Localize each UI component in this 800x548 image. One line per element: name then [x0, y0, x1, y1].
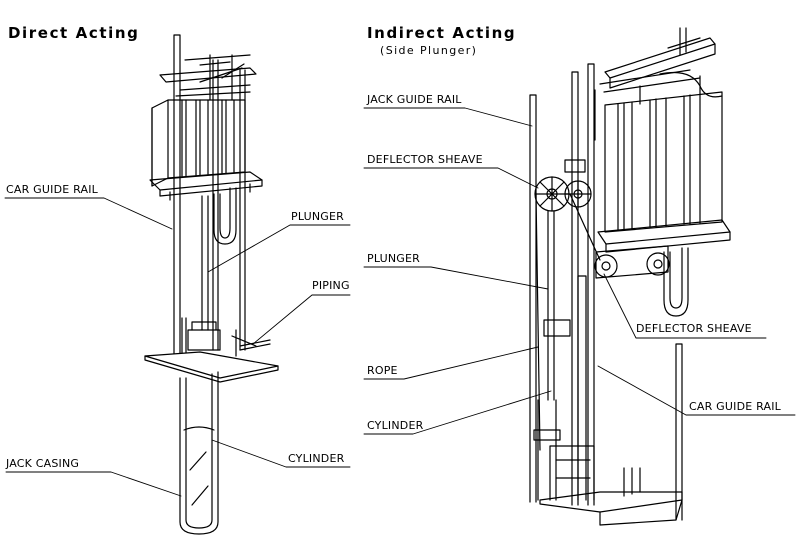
- leader-indirect-cylinder: [363, 390, 552, 435]
- indirect-rails: [529, 63, 683, 521]
- label-direct-cylinder: CYLINDER: [288, 452, 345, 465]
- direct-car: [149, 54, 263, 201]
- indirect-base-frame: [539, 445, 683, 526]
- direct-acting-title: Direct Acting: [8, 24, 140, 42]
- leader-indirect-deflector-sheave-right: [603, 273, 767, 339]
- leader-direct-jack-casing: [5, 471, 182, 497]
- indirect-acting-subtitle: (Side Plunger): [380, 44, 478, 57]
- label-indirect-deflector-sheave-right: DEFLECTOR SHEAVE: [636, 322, 752, 335]
- indirect-traveling-cable: [663, 247, 689, 317]
- label-direct-piping: PIPING: [312, 279, 350, 292]
- leader-indirect-rope: [363, 346, 539, 380]
- leader-indirect-plunger: [363, 266, 549, 290]
- indirect-cylinder: [533, 275, 587, 501]
- label-indirect-deflector-sheave-top: DEFLECTOR SHEAVE: [367, 153, 483, 166]
- direct-jack-casing: [179, 371, 219, 535]
- label-indirect-car-guide-rail: CAR GUIDE RAIL: [689, 400, 781, 413]
- leader-direct-plunger: [207, 224, 351, 273]
- indirect-car: [594, 69, 731, 279]
- indirect-acting-title: Indirect Acting: [367, 24, 517, 42]
- label-indirect-plunger: PLUNGER: [367, 252, 421, 265]
- direct-pit-floor: [144, 351, 279, 383]
- indirect-acting-elevator-drawing: [529, 27, 731, 526]
- label-indirect-jack-guide-rail: JACK GUIDE RAIL: [367, 93, 462, 106]
- leader-indirect-deflector-sheave-top: [363, 167, 539, 189]
- leader-lines: [4, 107, 796, 497]
- label-indirect-cylinder: CYLINDER: [367, 419, 424, 432]
- label-direct-car-guide-rail: CAR GUIDE RAIL: [6, 183, 98, 196]
- indirect-top-deflector-sheave: [534, 159, 592, 212]
- indirect-plunger-and-rope: [535, 193, 601, 451]
- leader-indirect-jack-guide-rail: [363, 107, 533, 127]
- direct-acting-elevator-drawing: [144, 34, 279, 535]
- indirect-overhead-beam: [604, 27, 716, 89]
- label-direct-plunger: PLUNGER: [291, 210, 345, 223]
- label-direct-jack-casing: JACK CASING: [6, 457, 80, 470]
- direct-plunger: [201, 195, 209, 331]
- leader-direct-cylinder: [211, 439, 351, 468]
- direct-cylinder-head: [181, 317, 271, 357]
- leader-indirect-car-guide-rail: [597, 365, 796, 416]
- direct-traveling-cable: [213, 187, 237, 245]
- leader-direct-car-guide-rail: [4, 197, 173, 230]
- label-indirect-rope: ROPE: [367, 364, 398, 377]
- leader-direct-piping: [252, 294, 351, 345]
